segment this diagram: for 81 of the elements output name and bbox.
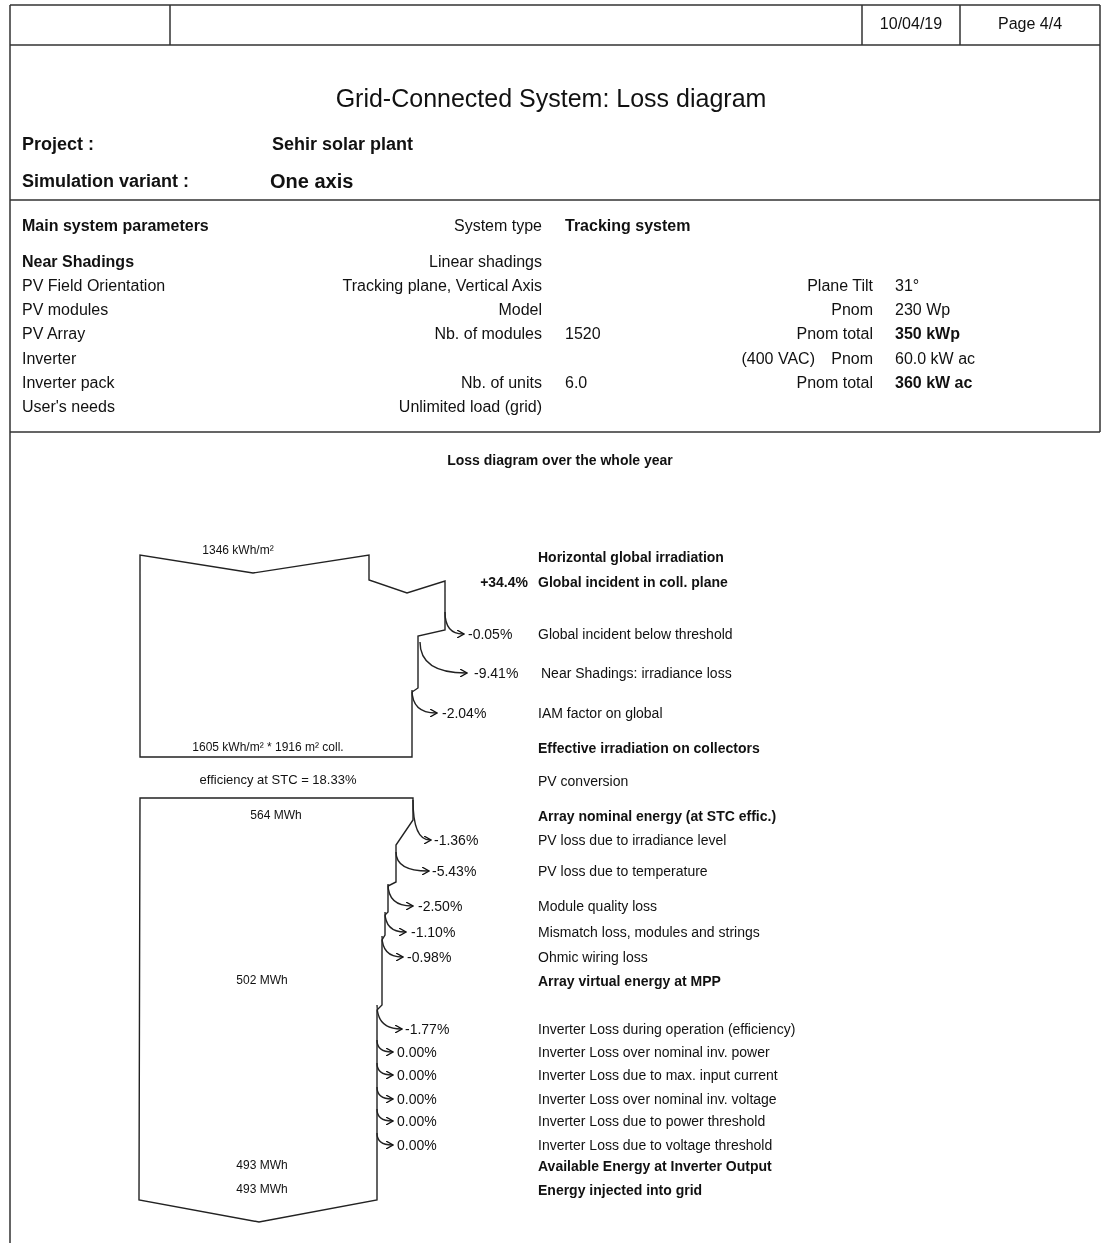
loss-percentage: 0.00% bbox=[397, 1066, 437, 1083]
parameter-text: PV Field Orientation bbox=[22, 277, 166, 296]
parameter-text: 60.0 kW ac bbox=[895, 350, 976, 369]
loss-description: Inverter Loss due to max. input current bbox=[538, 1066, 778, 1083]
loss-description: Module quality loss bbox=[538, 897, 658, 914]
loss-percentage: -9.41% bbox=[474, 664, 519, 681]
parameter-text: Inverter bbox=[22, 350, 77, 369]
loss-percentage: -1.77% bbox=[405, 1020, 450, 1037]
parameter-text: 230 Wp bbox=[895, 301, 951, 320]
loss-description: Near Shadings: irradiance loss bbox=[541, 664, 732, 681]
flow-value: 502 MWh bbox=[236, 973, 288, 988]
loss-description: Available Energy at Inverter Output bbox=[538, 1157, 772, 1174]
parameter-text: 350 kWp bbox=[895, 325, 960, 344]
parameter-text: System type bbox=[453, 217, 542, 236]
flow-value: 1346 kWh/m² bbox=[202, 543, 274, 558]
parameter-text: 360 kW ac bbox=[895, 374, 973, 393]
loss-description: Inverter Loss over nominal inv. power bbox=[538, 1043, 770, 1060]
loss-description: Inverter Loss during operation (efficiency) bbox=[538, 1020, 796, 1037]
loss-percentage: -1.36% bbox=[434, 831, 479, 848]
report-title: Grid-Connected System: Loss diagram bbox=[335, 84, 767, 113]
loss-percentage: -1.10% bbox=[411, 923, 456, 940]
parameter-text: Pnom bbox=[831, 350, 873, 369]
page-number: Page 4/4 bbox=[997, 15, 1063, 34]
parameter-text: Pnom total bbox=[796, 374, 873, 393]
parameter-text: (400 VAC) bbox=[741, 350, 815, 369]
parameter-text: Near Shadings bbox=[22, 253, 135, 272]
loss-percentage: -2.50% bbox=[418, 897, 463, 914]
parameter-text: User's needs bbox=[22, 398, 115, 417]
flow-value: 564 MWh bbox=[250, 808, 302, 823]
loss-description: Array nominal energy (at STC effic.) bbox=[538, 807, 777, 824]
parameter-text: Main system parameters bbox=[22, 217, 209, 236]
loss-description: Mismatch loss, modules and strings bbox=[538, 923, 760, 940]
parameter-text: 6.0 bbox=[565, 374, 588, 393]
flow-value: 493 MWh bbox=[236, 1182, 288, 1197]
loss-percentage: 0.00% bbox=[397, 1090, 437, 1107]
date: 10/04/19 bbox=[879, 15, 943, 34]
loss-description: Inverter Loss due to power threshold bbox=[538, 1112, 766, 1129]
parameter-text: Unlimited load (grid) bbox=[398, 398, 542, 417]
loss-description: Global incident in coll. plane bbox=[538, 573, 728, 590]
parameter-text: PV Array bbox=[22, 325, 86, 344]
loss-description: Inverter Loss due to voltage threshold bbox=[538, 1136, 773, 1153]
loss-percentage: 0.00% bbox=[397, 1112, 437, 1129]
parameter-text: Pnom bbox=[831, 301, 873, 320]
parameter-text: Model bbox=[498, 301, 542, 320]
parameter-text: Tracking system bbox=[565, 217, 691, 236]
loss-percentage: 0.00% bbox=[397, 1043, 437, 1060]
loss-percentage: +34.4% bbox=[480, 573, 528, 590]
parameter-text: Nb. of modules bbox=[434, 325, 542, 344]
loss-percentage: -5.43% bbox=[432, 862, 477, 879]
loss-percentage: 0.00% bbox=[397, 1136, 437, 1153]
field-value: One axis bbox=[270, 170, 354, 193]
loss-description: Effective irradiation on collectors bbox=[538, 739, 760, 756]
loss-description: Array virtual energy at MPP bbox=[538, 972, 721, 989]
parameter-text: 1520 bbox=[565, 325, 601, 344]
loss-description: Inverter Loss over nominal inv. voltage bbox=[538, 1090, 777, 1107]
field-value: Sehir solar plant bbox=[272, 134, 414, 155]
flow-value: 493 MWh bbox=[236, 1158, 288, 1173]
parameter-text: PV modules bbox=[22, 301, 109, 320]
parameter-text: Pnom total bbox=[796, 325, 873, 344]
field-label: Simulation variant : bbox=[22, 171, 190, 192]
loss-percentage: -2.04% bbox=[442, 704, 487, 721]
loss-description: Horizontal global irradiation bbox=[538, 548, 724, 565]
loss-percentage: -0.98% bbox=[407, 948, 452, 965]
parameter-text: 31° bbox=[895, 277, 920, 296]
parameter-text: Linear shadings bbox=[429, 253, 542, 272]
parameter-text: Nb. of units bbox=[461, 374, 542, 393]
loss-description: Energy injected into grid bbox=[538, 1181, 703, 1198]
loss-description: IAM factor on global bbox=[538, 704, 663, 721]
field-label: Project : bbox=[22, 134, 95, 155]
parameter-text: Plane Tilt bbox=[807, 277, 873, 296]
flow-value: efficiency at STC = 18.33% bbox=[199, 773, 357, 789]
loss-percentage: -0.05% bbox=[468, 625, 513, 642]
section-heading: Loss diagram over the whole year bbox=[447, 451, 673, 468]
loss-description: PV loss due to irradiance level bbox=[538, 831, 727, 848]
parameter-text: Tracking plane, Vertical Axis bbox=[342, 277, 542, 296]
loss-description: PV loss due to temperature bbox=[538, 862, 708, 879]
loss-description: Ohmic wiring loss bbox=[538, 948, 648, 965]
flow-value: 1605 kWh/m² * 1916 m² coll. bbox=[192, 740, 344, 755]
parameter-text: Inverter pack bbox=[22, 374, 115, 393]
loss-description: Global incident below threshold bbox=[538, 625, 733, 642]
loss-description: PV conversion bbox=[538, 772, 629, 789]
